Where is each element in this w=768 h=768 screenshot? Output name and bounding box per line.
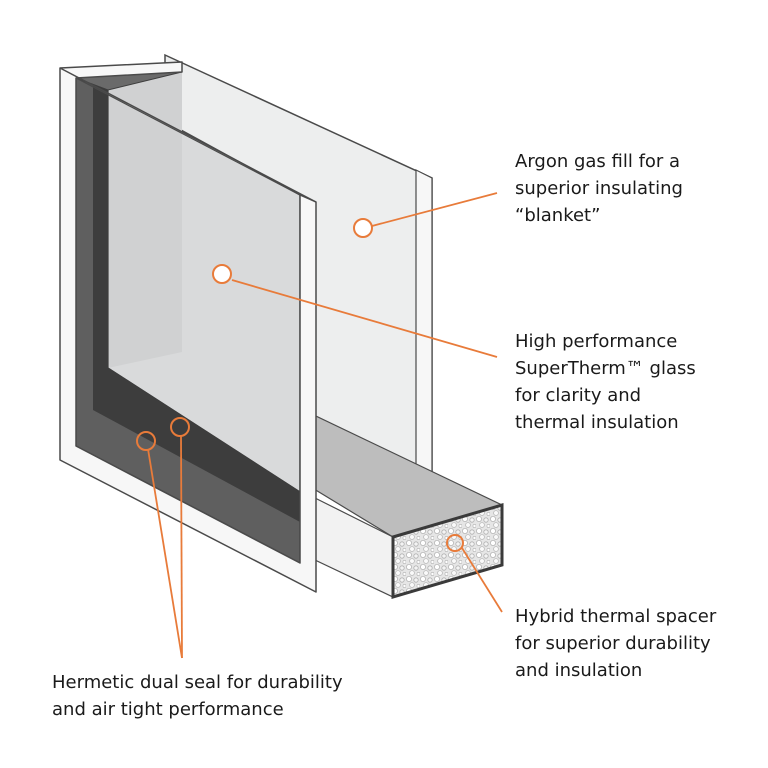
- seal-callout-line-b: [181, 436, 182, 658]
- argon-label-line-3: “blanket”: [515, 202, 683, 229]
- cavity-top-shade: [108, 72, 182, 368]
- spacer-label-line-2: for superior durability: [515, 630, 716, 657]
- glass-marker-icon: [213, 265, 231, 283]
- argon-label-line-2: superior insulating: [515, 175, 683, 202]
- seal-label-line-2: and air tight performance: [52, 696, 343, 723]
- glass-label-line-1: High performance: [515, 328, 696, 355]
- argon-gas-label: Argon gas fill for a superior insulating…: [515, 148, 683, 229]
- glass-label: High performance SuperTherm™ glass for c…: [515, 328, 696, 436]
- spacer-label: Hybrid thermal spacer for superior durab…: [515, 603, 716, 684]
- spacer-label-line-1: Hybrid thermal spacer: [515, 603, 716, 630]
- argon-marker-icon: [354, 219, 372, 237]
- seal-label-line-1: Hermetic dual seal for durability: [52, 669, 343, 696]
- glass-label-line-3: for clarity and: [515, 382, 696, 409]
- glass-label-line-4: thermal insulation: [515, 409, 696, 436]
- glass-label-line-2: SuperTherm™ glass: [515, 355, 696, 382]
- back-glass-edge: [416, 170, 432, 478]
- argon-label-line-1: Argon gas fill for a: [515, 148, 683, 175]
- spacer-label-line-3: and insulation: [515, 657, 716, 684]
- seal-label: Hermetic dual seal for durability and ai…: [52, 669, 343, 723]
